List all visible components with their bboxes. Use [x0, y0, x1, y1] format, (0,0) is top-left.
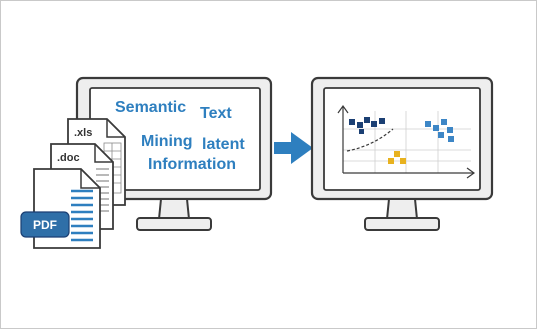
- cluster-gold: [388, 151, 406, 164]
- word-mining: Mining: [141, 133, 193, 150]
- cluster-dark: [349, 117, 385, 134]
- cluster-blue: [425, 119, 454, 142]
- xls-fold: [106, 119, 125, 138]
- word-semantic: Semantic: [115, 99, 186, 116]
- left-monitor-stand: [136, 217, 212, 231]
- document-stack: .xls .doc: [20, 118, 126, 249]
- xls-label: .xls: [74, 127, 92, 139]
- x-axis-arrowhead: [466, 167, 476, 179]
- word-information: Information: [148, 156, 236, 173]
- pdf-text-lines: [71, 189, 93, 242]
- doc-label: .doc: [57, 152, 80, 164]
- right-monitor: [310, 76, 494, 231]
- doc-fold: [94, 144, 113, 163]
- plot-axes: [337, 104, 476, 179]
- pdf-document: PDF: [20, 168, 101, 249]
- cluster-plot: [337, 104, 476, 179]
- pdf-label: PDF: [33, 218, 57, 232]
- arrow-head: [291, 132, 313, 164]
- y-axis-arrowhead: [337, 104, 349, 114]
- arrow-shaft: [274, 142, 292, 154]
- word-latent: latent: [202, 136, 245, 153]
- pdf-fold: [80, 169, 100, 189]
- left-monitor-neck: [157, 198, 191, 220]
- right-monitor-screen: [323, 87, 481, 191]
- pdf-badge: [20, 211, 70, 238]
- right-monitor-neck: [385, 198, 419, 220]
- transform-arrow: [274, 132, 313, 164]
- right-monitor-stand: [364, 217, 440, 231]
- word-text: Text: [200, 105, 232, 122]
- trend-dashed-curve: [346, 128, 394, 152]
